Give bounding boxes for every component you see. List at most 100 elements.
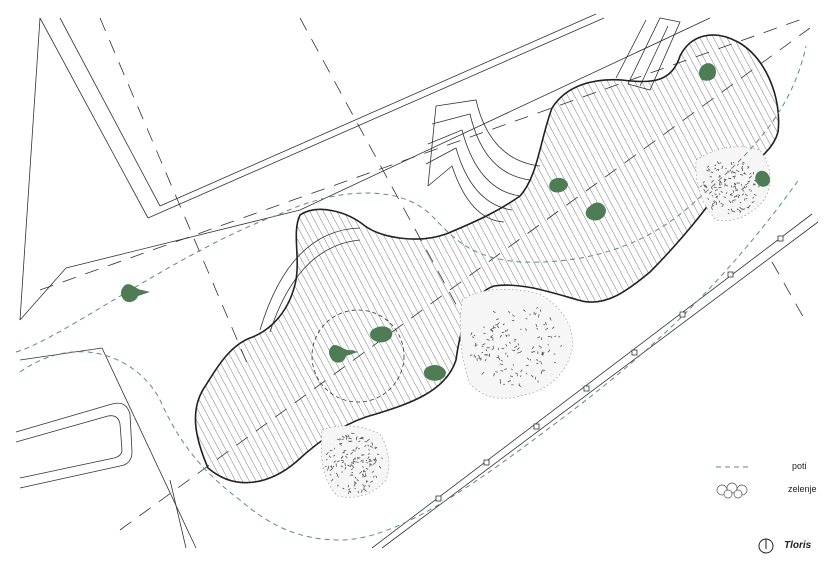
shrub-stipple-mark [347,490,351,494]
shrub-stipple-mark [367,452,371,455]
shrub-stipple-mark [730,185,733,188]
shrub-stipple-mark [489,329,494,331]
shrub-stipple-mark [365,480,368,483]
shrub-stipple-mark [517,343,520,346]
shrub-stipple-mark [713,200,715,203]
shrub-stipple-mark [550,335,553,339]
paths-poti [15,45,807,541]
shrub-stipple-mark [470,332,473,336]
shrub-stipple-mark [328,455,332,458]
tree-icon [755,170,770,187]
shrub-stipple-mark [371,471,375,473]
shrub-stipple-mark [739,173,744,176]
shrub-stipple-mark [539,309,542,312]
shrub-stipple-mark [743,185,746,189]
shrub-stipple-mark [512,349,516,352]
shrub-stipple-mark [372,462,376,465]
shrub-stipple-mark [327,465,330,470]
shrub-stipple-mark [747,204,751,208]
shrub-stipple-mark [710,171,714,174]
shrub-stipple-mark [363,475,366,478]
shrub-stipple-mark [504,368,508,370]
shrub-stipple-mark [747,166,750,169]
shrub-stipple-mark [329,468,333,472]
shrub-stipple-mark [367,456,370,459]
shrub-stipple-mark [531,351,534,354]
shrub-stipple-mark [536,327,539,330]
shrub-stipple-mark [371,442,374,446]
shrub-stipple-mark [547,349,551,353]
shrub-stipple-mark [735,194,738,198]
shrub-stipple-mark [537,336,541,339]
shrub-stipple-mark [372,475,375,478]
shrub-stipple-mark [368,458,371,461]
shrub-stipple-mark [708,191,713,194]
shrub-stipple-mark [345,435,348,438]
shrub-stipple-mark [525,318,528,320]
shrub-stipple-mark [743,172,746,174]
shrub-stipple-mark [481,371,485,375]
shrub-stipple-mark [514,338,517,341]
shrub-stipple-mark [722,203,724,206]
shrub-stipple-mark [354,476,357,479]
shrub-stipple-mark [363,484,366,488]
shrub-stipple-mark [341,461,344,463]
shrub-stipple-mark [484,358,487,362]
shrub-stipple-mark [732,162,735,164]
shrub-stipple-mark [725,191,728,195]
shrub-stipple-mark [501,359,503,362]
shrub-stipple-mark [714,189,718,192]
shrub-stipple-mark [507,380,512,383]
shrub-stipple-mark [750,190,752,193]
shrub-stipple-mark [739,206,742,209]
shrub-stipple-mark [512,314,515,317]
shrub-stipple-mark [728,200,732,204]
shrub-stipple-mark [485,349,488,352]
shrub-stipple-mark [362,466,364,468]
shrub-stipple-mark [353,460,356,463]
shrub-stipple-mark [324,465,327,467]
shrub-stipple-mark [720,180,722,184]
shrub-stipple-mark [719,162,722,164]
shrub-stipple-mark [508,341,511,344]
shrub-stipple-mark [716,161,720,165]
shrub-stipple-mark [702,180,705,184]
shrub-stipple-mark [514,345,518,349]
parking-outline [15,402,133,489]
shrub-stipple-mark [714,164,717,167]
shrub-stipple-mark [333,460,337,463]
shrub-stipple-mark [362,484,364,486]
shrub-stipple-mark [700,185,703,188]
shrub-stipple-mark [534,312,537,316]
shrub-stipple-mark [731,201,734,203]
legend-label-poti: poti [792,461,807,471]
shrub-stipple-mark [358,440,361,442]
shrub-stipple-mark [723,196,727,198]
shrub-stipple-mark [491,348,494,351]
shrub-stipple-mark [535,359,539,361]
shrub-stipple-mark [545,327,549,331]
shrub-stipple-mark [495,371,498,373]
shrub-stipple-mark [736,169,740,173]
shrub-stipple-mark [342,451,345,454]
shrub-stipple-mark [732,199,736,201]
shrub-stipple-mark [474,344,478,347]
shrub-stipple-mark [744,184,748,186]
shrub-stipple-mark [369,464,371,467]
shrub-stipple-mark [725,167,727,170]
shrub-stipple-mark [531,346,535,350]
shrub-stipple-mark [374,446,378,448]
tree-icon [699,63,716,81]
shrub-stipple-mark [490,327,493,331]
shrub-stipple-mark [373,459,376,462]
shrub-stipple-mark [375,459,377,463]
shrub-stipple-mark [742,208,746,210]
shrub-stipple-mark [473,354,475,358]
shrub-stipple-mark [363,470,366,473]
shrub-stipple-mark [347,488,351,491]
shrub-stipple-mark [541,351,544,356]
shrub-stipple-mark [471,336,475,338]
shrub-stipple-mark [715,195,719,198]
shrub-stipple-mark [749,172,752,175]
shrub-stipple-mark [525,372,528,375]
